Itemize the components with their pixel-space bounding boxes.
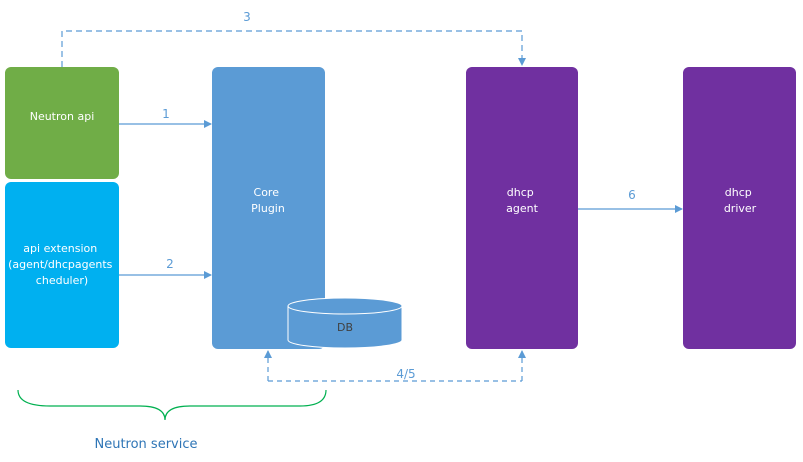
edge-45-label: 4/5 xyxy=(396,367,415,381)
db-cylinder[interactable]: DB xyxy=(287,297,403,349)
api-extension-line-1: api extension xyxy=(23,242,97,255)
neutron-service-brace xyxy=(17,389,327,421)
dhcp-agent-line-1: dhcp xyxy=(507,186,534,199)
edge-3-line xyxy=(61,30,526,67)
edge-2-label: 2 xyxy=(166,257,174,271)
api-extension-line-2: (agent/dhcpagents xyxy=(8,258,113,271)
edge-6-label: 6 xyxy=(628,188,636,202)
dhcp-agent-line-2: agent xyxy=(506,202,538,215)
dhcp-driver-box[interactable] xyxy=(683,67,796,349)
core-plugin-line-2: Plugin xyxy=(251,202,285,215)
dhcp-driver-line-1: dhcp xyxy=(725,186,752,199)
edge-3-label: 3 xyxy=(243,10,251,24)
dhcp-driver-label: dhcp driver xyxy=(724,186,757,215)
edge-1-label: 1 xyxy=(162,107,170,121)
neutron-service-label: Neutron service xyxy=(94,437,197,452)
dhcp-agent-box[interactable] xyxy=(466,67,578,349)
db-cylinder-body xyxy=(287,306,403,349)
api-extension-label: api extension (agent/dhcpagents cheduler… xyxy=(8,242,116,287)
db-cylinder-top xyxy=(287,297,403,315)
core-plugin-label: Core Plugin xyxy=(251,186,285,215)
neutron-api-box[interactable] xyxy=(5,67,119,179)
api-extension-line-3: cheduler) xyxy=(36,274,88,287)
dhcp-driver-line-2: driver xyxy=(724,202,757,215)
neutron-api-label: Neutron api xyxy=(30,110,95,123)
api-extension-box[interactable] xyxy=(5,182,119,348)
db-label: DB xyxy=(337,321,353,334)
core-plugin-box[interactable] xyxy=(212,67,325,349)
core-plugin-line-1: Core xyxy=(254,186,280,199)
dhcp-agent-label: dhcp agent xyxy=(506,186,538,215)
